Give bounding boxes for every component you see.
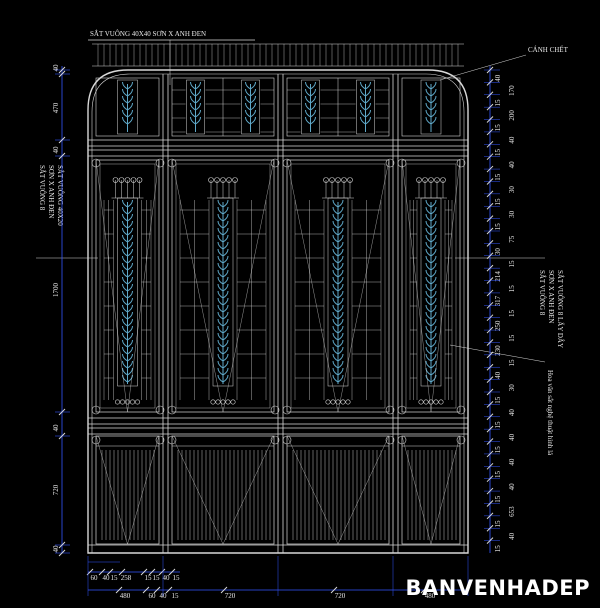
svg-text:SẮT VUÔNG 8 LẤY DÂY: SẮT VUÔNG 8 LẤY DÂY (556, 270, 564, 348)
dimension-label: 15 (494, 99, 502, 107)
dimension-label: 15 (508, 334, 516, 342)
dimension-label: 30 (508, 384, 516, 392)
dimension-label: 15 (508, 359, 516, 367)
dimension-label: 15 (494, 471, 502, 479)
dimension-label: 15 (508, 285, 516, 293)
leaf-ornament (425, 199, 437, 384)
dimension-label: 15 (494, 421, 502, 429)
dimension-label: 214 (494, 271, 502, 282)
dimension-label: 470 (52, 102, 60, 113)
dimension-label: 15 (145, 574, 153, 582)
dimension-label: 15 (494, 124, 502, 132)
callout-canh-chet: CÁNH CHẾT (528, 46, 569, 54)
dimension-label: 15 (494, 198, 502, 206)
dimension-label: 30 (508, 210, 516, 218)
dimension-label: 40 (508, 483, 516, 491)
dimension-label: 258 (121, 574, 132, 582)
dimension-label: 30 (494, 248, 502, 256)
dimension-label: 1700 (52, 283, 60, 298)
dimension-label: 40 (52, 424, 60, 432)
dimension-label: 40 (494, 371, 502, 379)
gate-elevation (87, 43, 469, 554)
dimension-label: 40 (508, 136, 516, 144)
leaf-ornament (332, 199, 344, 384)
leaf-ornament (190, 81, 201, 132)
dimension-label: 170 (508, 85, 516, 96)
svg-text:SẮT VUÔNG 40X20: SẮT VUÔNG 40X20 (56, 165, 64, 226)
dimension-label: 15 (494, 520, 502, 528)
dimension-label: 40 (508, 409, 516, 417)
dimension-label: 720 (225, 592, 236, 600)
dimension-label: 317 (494, 295, 502, 306)
dimension-label: 15 (153, 574, 161, 582)
leaf-ornament (425, 81, 437, 132)
title-label: SẮT VUÔNG 40X40 SƠN X ANH ĐEN (90, 30, 206, 38)
dimension-label: 250 (494, 320, 502, 331)
dimension-label: 40 (508, 433, 516, 441)
dimension-label: 40 (508, 532, 516, 540)
dimension-label: 30 (508, 186, 516, 194)
leaf-ornament (122, 81, 133, 132)
dimension-label: 15 (494, 396, 502, 404)
dimension-label: 15 (173, 574, 181, 582)
dimension-label: 40 (508, 161, 516, 169)
dimension-label: 15 (494, 149, 502, 157)
leaf-ornament (217, 199, 229, 384)
dimension-label: 720 (52, 484, 60, 495)
dimension-label: 15 (494, 545, 502, 553)
watermark-logo: BANVENHADEP (405, 576, 590, 600)
dimension-label: 15 (494, 173, 502, 181)
dimension-label: 40 (494, 74, 502, 82)
dimension-lines: 4047040170040720404017015200154015401530… (52, 64, 516, 600)
dimension-label: 15 (494, 223, 502, 231)
dimension-label: 480 (425, 592, 436, 600)
dimension-label: 40 (508, 458, 516, 466)
dimension-label: 15 (494, 495, 502, 503)
dimension-label: 653 (508, 506, 516, 517)
leaf-ornament (305, 81, 316, 132)
dimension-label: 60 (149, 592, 157, 600)
dimension-label: 230 (494, 345, 502, 356)
dimension-label: 15 (111, 574, 119, 582)
dimension-label: 200 (508, 110, 516, 121)
left-note: SẮT VUÔNG 8 SƠN X ANH ĐEN SẮT VUÔNG 40X2… (38, 165, 64, 226)
dimension-label: 15 (508, 310, 516, 318)
dimension-label: 60 (91, 574, 99, 582)
dimension-label: 720 (335, 592, 346, 600)
svg-text:Hoa văn sắt nghệ thuật hình lá: Hoa văn sắt nghệ thuật hình lá (546, 370, 554, 456)
leaf-ornament (245, 81, 256, 132)
svg-text:SƠN X ANH ĐEN: SƠN X ANH ĐEN (547, 270, 555, 323)
svg-text:SẮT VUÔNG 8: SẮT VUÔNG 8 (538, 270, 546, 316)
dimension-label: 40 (103, 574, 111, 582)
leaf-ornament (122, 199, 133, 384)
dimension-label: 480 (120, 592, 131, 600)
right-note: SẮT VUÔNG 8 SƠN X ANH ĐEN SẮT VUÔNG 8 LẤ… (538, 270, 564, 348)
leaf-ornament (360, 81, 371, 132)
dimension-label: 40 (52, 146, 60, 154)
dimension-label: 75 (508, 235, 516, 243)
right-vertical-note: Hoa văn sắt nghệ thuật hình lá (546, 370, 554, 456)
svg-text:SƠN X ANH ĐEN: SƠN X ANH ĐEN (47, 165, 55, 218)
dimension-label: 40 (163, 574, 171, 582)
dimension-label: 40 (52, 64, 60, 72)
svg-text:SẮT VUÔNG 8: SẮT VUÔNG 8 (38, 165, 46, 211)
dimension-label: 15 (494, 446, 502, 454)
dimension-label: 15 (172, 592, 180, 600)
dimension-label: 15 (508, 260, 516, 268)
outer-frame (87, 69, 469, 554)
dimension-label: 40 (52, 545, 60, 553)
